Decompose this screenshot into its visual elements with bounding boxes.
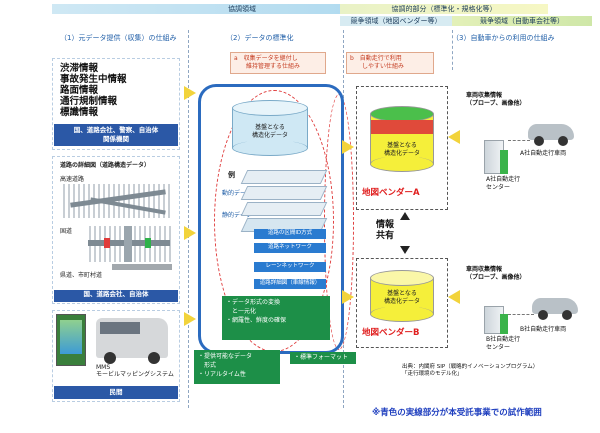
- vendor-b-panel: [356, 258, 448, 348]
- standardization-notes: ・データ形式の変換 と一元化 ・網羅性、鮮度の確保: [222, 296, 330, 340]
- arrow-left-icon: [448, 290, 460, 304]
- car-a-label: A社自動走行車両: [520, 150, 567, 157]
- band-cooperative-standard: 協調的部分（標準化・規格化等）: [340, 4, 548, 14]
- probe-info-b: 車両収集情報 （プローブ、画像他）: [466, 266, 526, 281]
- wheel: [104, 352, 116, 364]
- band-cooperative: 協調領域: [52, 4, 432, 14]
- national-road-label: 国道: [60, 228, 73, 235]
- vendor-b-title: 地図ベンダーB: [362, 328, 420, 338]
- road-provider-label: 国、道路会社、自治体: [54, 290, 178, 302]
- layer-section-id: 道路の区間ID方式: [254, 229, 326, 239]
- layer-lane-network: レーンネットワーク: [254, 262, 326, 272]
- vendor-a-database-label: 基盤となる 構造化データ: [383, 142, 420, 157]
- local-road-shape: [112, 264, 172, 270]
- vehicle-window: [100, 322, 140, 334]
- arrow-right-icon: [184, 226, 196, 240]
- mechanism-b-label: b 自動走行で利用 しやすい仕組み: [346, 52, 434, 74]
- arrow-right-icon: [184, 312, 196, 326]
- info-sharing-label: 情報 共有: [376, 220, 395, 241]
- database-bottom: [370, 306, 434, 322]
- heading-data-provision: （1）元データ提供（収集）の仕組み: [60, 34, 177, 42]
- wheel: [534, 136, 544, 146]
- arrow-down-icon: [400, 246, 410, 254]
- arrow-up-icon: [400, 212, 410, 220]
- mms-label: MMS モービルマッピングシステム: [96, 364, 174, 378]
- heading-standardization: （2）データの標準化: [226, 34, 294, 42]
- layer-detailed-road: 道路詳細図（車線情報）: [254, 279, 326, 289]
- wheel: [148, 352, 160, 364]
- connector-line: [508, 314, 534, 315]
- private-provider-label: 民間: [54, 386, 178, 399]
- database-bottom: [232, 140, 308, 156]
- band-map-vendor: 競争領域（地図ベンダー等）: [340, 16, 452, 26]
- database-bottom: [370, 156, 434, 172]
- national-road-shape: [124, 226, 132, 262]
- footer-note: ※青色の実線部分が本受託事業での試作範囲: [372, 408, 542, 418]
- mechanism-a-label: a 収集データを継付し 維持管理する仕組み: [230, 52, 326, 74]
- wheel: [558, 136, 568, 146]
- database-band: [370, 120, 434, 134]
- data-layer-plane: [240, 202, 328, 216]
- arrow-right-icon: [342, 290, 354, 304]
- info-item: 路面情報: [60, 85, 99, 96]
- example-label: 例: [228, 171, 235, 179]
- center-a-label: A社自動走行 センター: [486, 176, 521, 191]
- info-item: 渋滞情報: [60, 63, 99, 74]
- road-detail-title: 道路の詳細図（道路構造データ）: [60, 162, 151, 169]
- dynamic-data-label: 動的データ: [222, 190, 253, 197]
- provision-notes: ・提供可能なデータ 形式 ・リアルタイム性: [194, 350, 280, 384]
- arrow-left-icon: [448, 130, 460, 144]
- heading-vehicle-use: （3）自動車からの利用の仕組み: [452, 34, 555, 42]
- info-item: 事故発生中情報: [60, 74, 127, 85]
- vendor-a-panel: [356, 86, 448, 210]
- info-provider-label: 国、道路会社、警察、自治体 関係機関: [54, 124, 178, 146]
- building-accent: [500, 314, 508, 334]
- arrow-right-icon: [342, 140, 354, 154]
- database-top: [370, 270, 434, 286]
- column-divider: [452, 30, 453, 70]
- static-data-label: 静的データ: [222, 212, 253, 219]
- vendor-a-title: 地図ベンダーA: [362, 188, 420, 198]
- band-automaker: 競争領域（自動車会社等）: [452, 16, 592, 26]
- info-item: 標識情報: [60, 107, 99, 118]
- format-notes: ・標準フォーマット: [290, 352, 356, 364]
- column-divider: [188, 30, 189, 408]
- wheel: [562, 310, 572, 320]
- lane-marker: [104, 238, 110, 248]
- source-note: 出典：内閣府 SIP（戦略的イノベーションプログラム） 「走行環境のモデル化」: [402, 364, 539, 377]
- prefectural-road-label: 県道、市町村道: [60, 272, 103, 279]
- highway-label: 高速道路: [60, 176, 85, 183]
- car-b-label: B社自動走行車両: [520, 326, 567, 333]
- data-layer-plane: [240, 186, 328, 200]
- navigation-screen-map: [60, 320, 82, 354]
- lane-marker: [145, 238, 151, 248]
- data-layer-plane: [240, 170, 328, 184]
- arrow-right-icon: [184, 86, 196, 100]
- wheel: [538, 310, 548, 320]
- connector-line: [508, 140, 530, 141]
- probe-info-a: 車両収集情報 （プローブ、画像他）: [466, 92, 526, 107]
- database-label: 基盤となる 構造化データ: [251, 124, 288, 139]
- center-b-label: B社自動走行 センター: [486, 336, 521, 351]
- database-top: [232, 100, 308, 116]
- vendor-b-database-label: 基盤となる 構造化データ: [383, 290, 420, 305]
- info-item: 通行規制情報: [60, 96, 118, 107]
- layer-road-network: 道路ネットワーク: [254, 243, 326, 253]
- building-accent: [500, 150, 508, 174]
